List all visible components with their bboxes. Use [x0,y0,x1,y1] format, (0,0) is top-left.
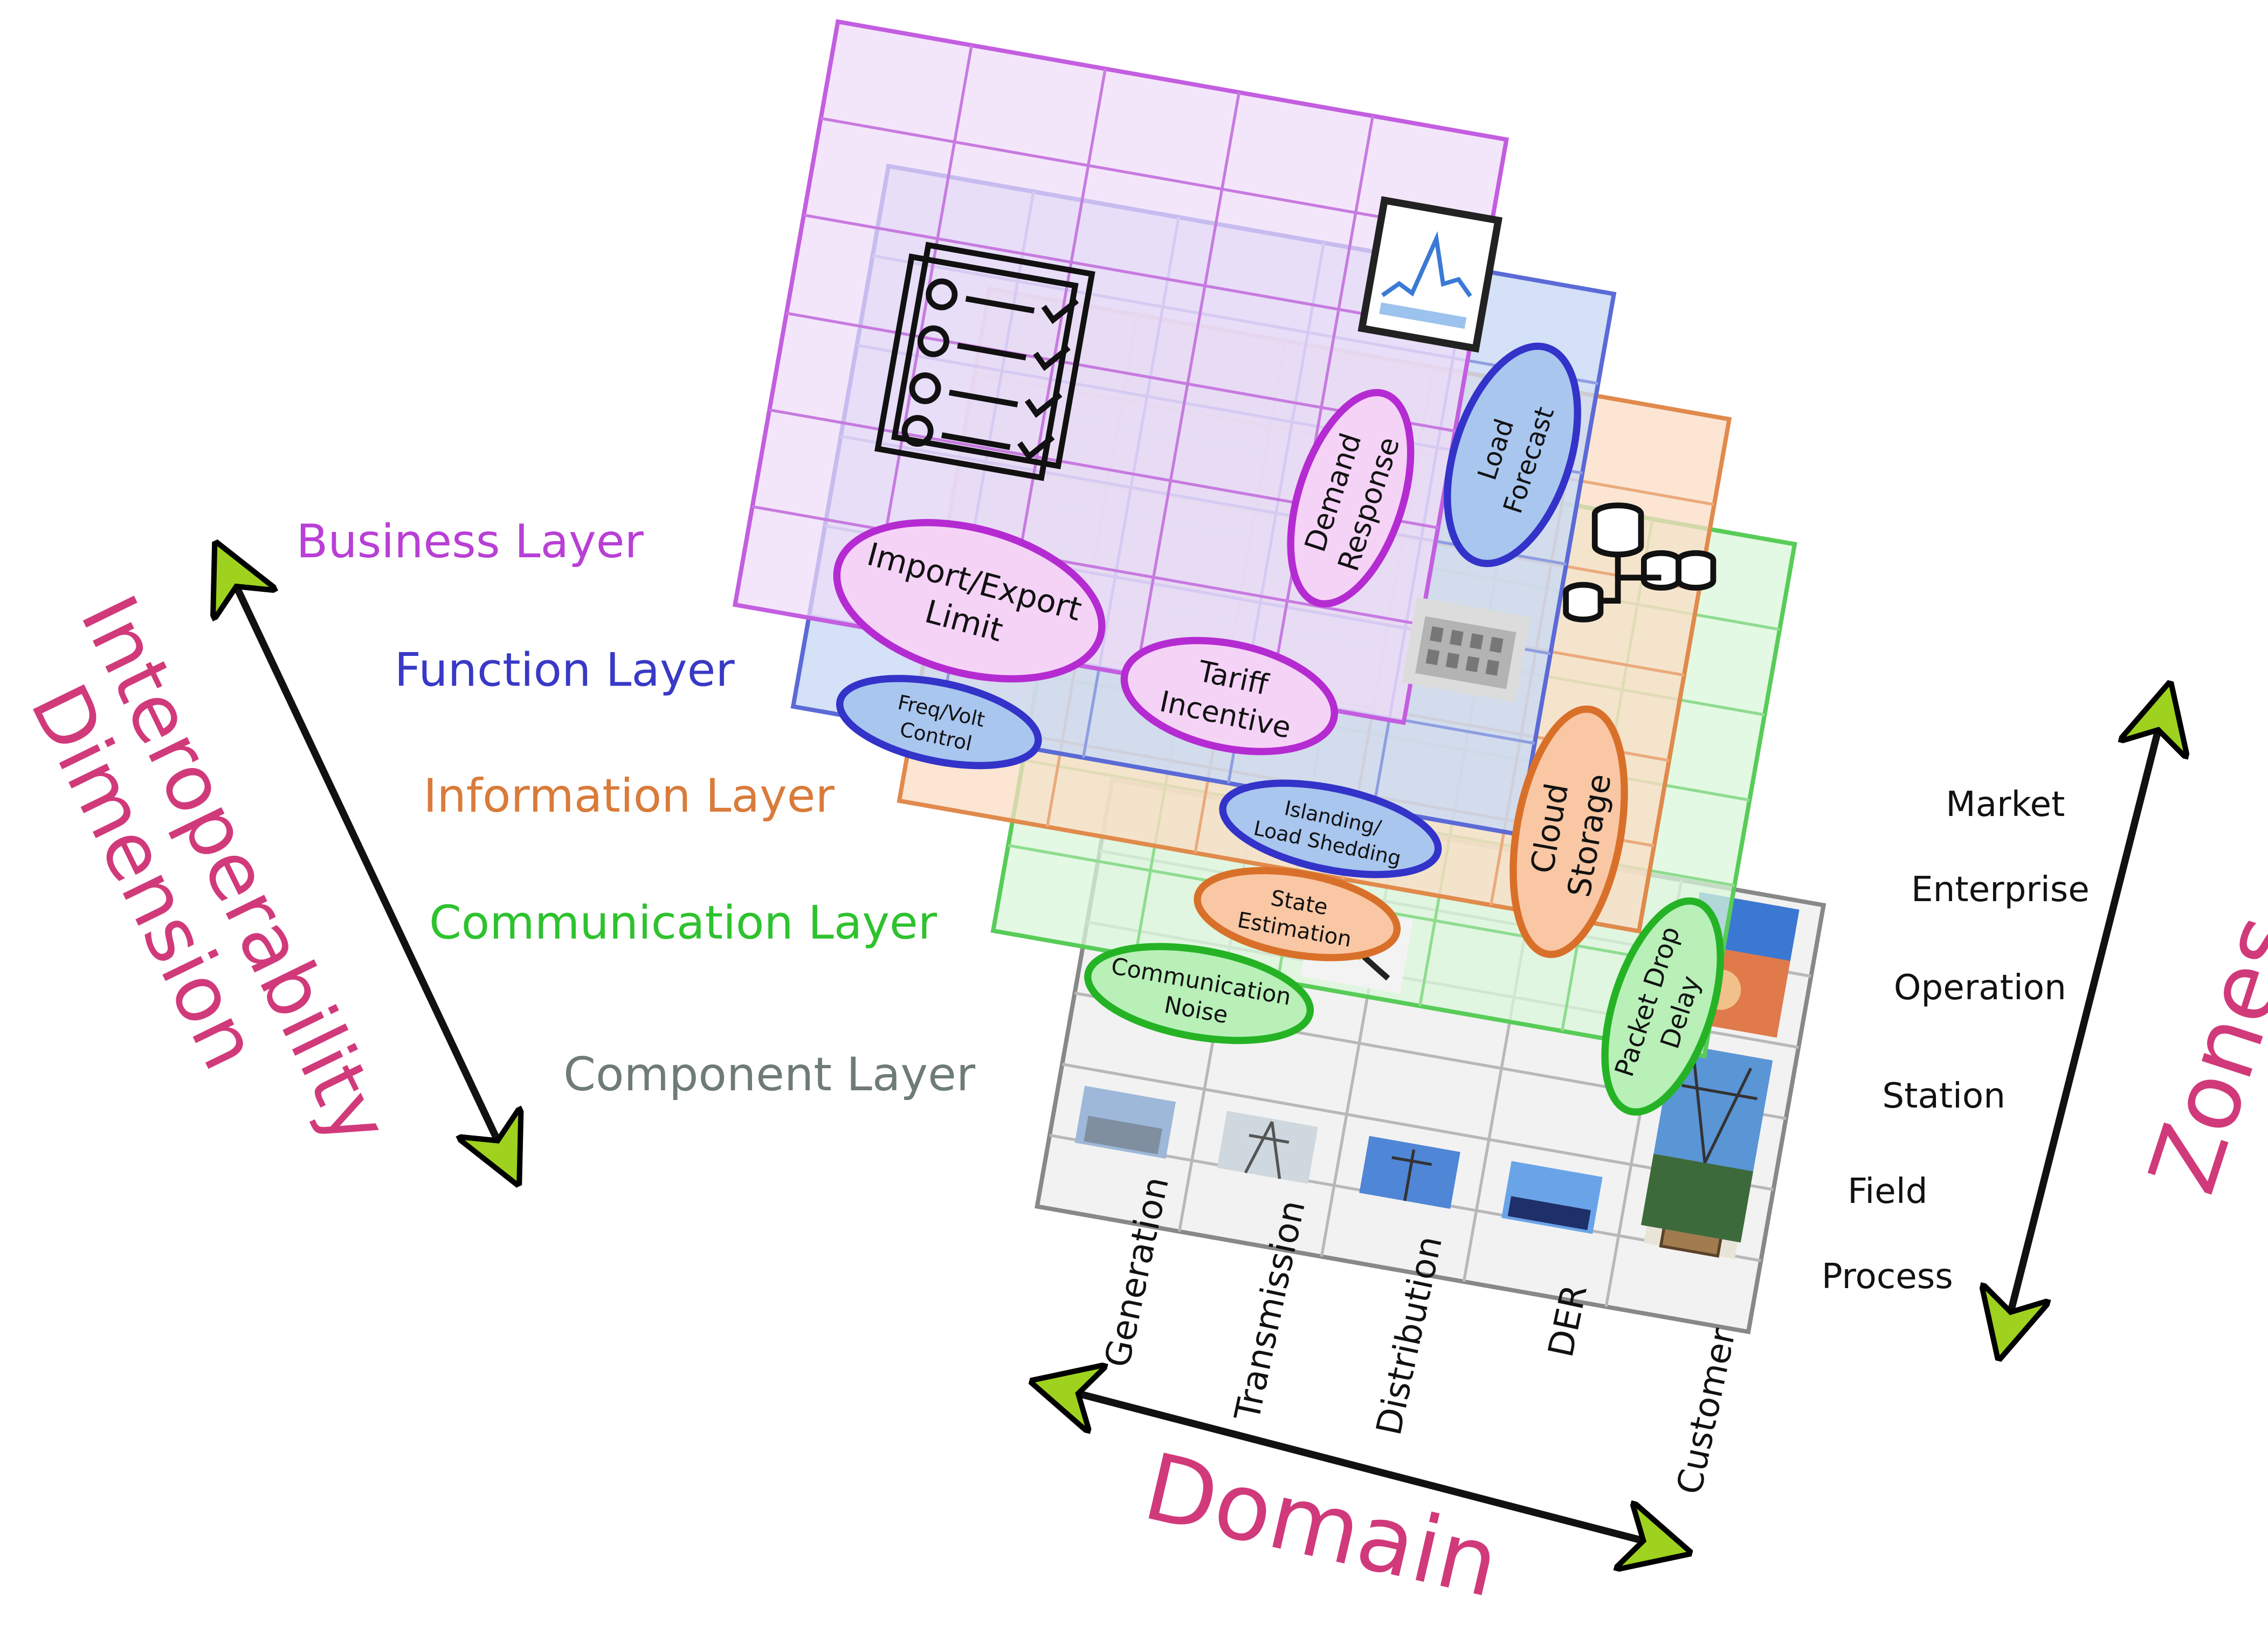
communication-layer-label: Communication Layer [429,896,937,950]
domain-label: Domain [1135,1433,1508,1618]
database-network-icon [1563,502,1716,622]
use-case-state-estimation[interactable]: State Estimation [1191,857,1404,972]
use-case-communication-noise[interactable]: Communication Noise [1080,931,1318,1056]
function-layer-label: Function Layer [395,644,735,697]
zone-field: Field [1848,1171,1927,1212]
checklist-icon [874,241,1095,481]
zone-enterprise: Enterprise [1911,869,2090,910]
business-layer [732,19,1509,725]
use-case-load-forecast[interactable]: Load Forecast [1423,330,1602,580]
domain-customer: Customer [1669,1325,1743,1498]
use-case-tariff-incentive[interactable]: Tariff Incentive [1114,623,1345,769]
laptop-chart-icon [1357,196,1503,353]
building-photo [1402,597,1531,703]
transmission-photo [1217,1111,1318,1184]
business-layer-label: Business Layer [296,515,644,569]
interoperability-arrow [224,561,510,1167]
component-layer-label: Component Layer [563,1048,976,1102]
use-case-import-export-limit[interactable]: Import/Export Limit [819,496,1119,705]
use-case-demand-response[interactable]: Demand Response [1267,378,1434,619]
zones-label: Zones [2129,903,2268,1206]
zones-arrow [2003,702,2165,1340]
information-layer-label: Information Layer [423,769,835,823]
domain-arrow [1050,1386,1671,1548]
zone-operation: Operation [1894,967,2066,1008]
use-case-freq-volt-control[interactable]: Freq/Volt Control [832,663,1046,781]
zone-process: Process [1822,1256,1953,1297]
use-case-packet-drop-delay[interactable]: Packet Drop Delay [1582,887,1743,1126]
zone-market: Market [1946,784,2065,825]
zone-station: Station [1882,1076,2005,1116]
use-case-cloud-storage[interactable]: Cloud Storage [1496,701,1642,963]
